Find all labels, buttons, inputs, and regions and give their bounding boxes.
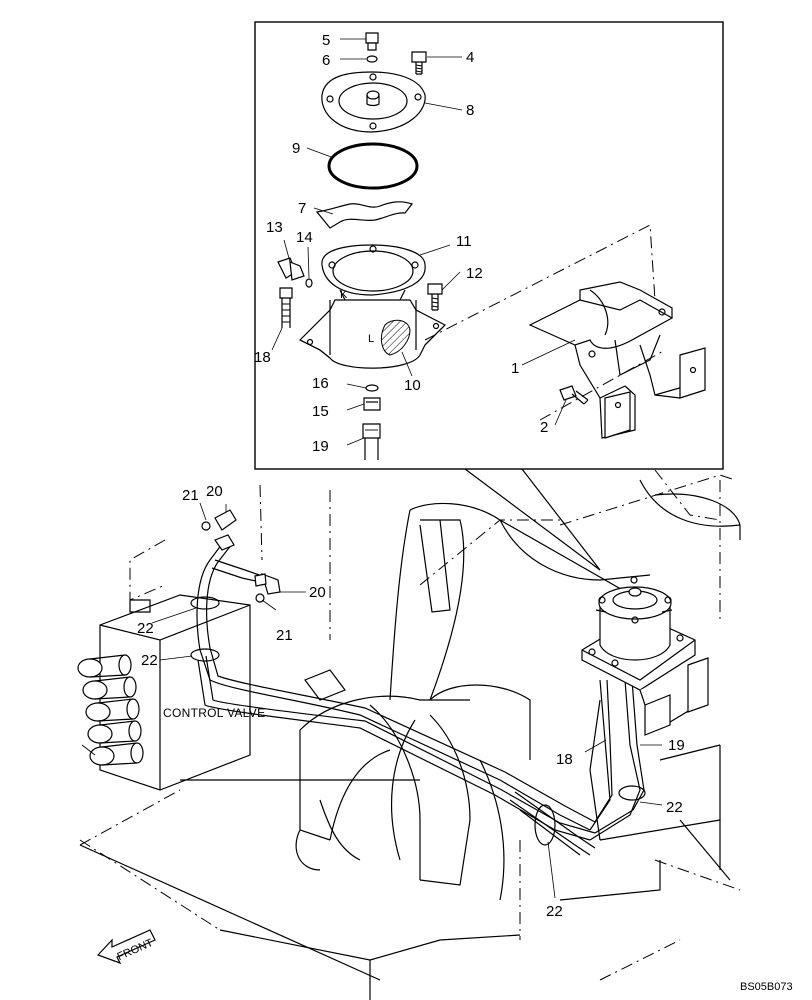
callout-20-lower: 20	[309, 584, 326, 601]
hose-clamps	[190, 596, 646, 846]
callout-21-lower: 21	[276, 627, 293, 644]
callout-22-d: 22	[546, 903, 563, 920]
callout-22-b: 22	[141, 652, 158, 669]
callout-10: 10	[404, 377, 421, 394]
callout-11: 11	[456, 233, 472, 250]
callout-7: 7	[298, 200, 306, 217]
callout-22-c: 22	[666, 799, 683, 816]
fittings-lower	[201, 509, 281, 603]
machine-frame	[77, 469, 741, 1000]
filter-assembly-installed	[581, 576, 709, 736]
callout-2: 2	[540, 419, 548, 436]
svg-text:L: L	[368, 333, 374, 345]
leader-lines	[151, 38, 663, 899]
callout-19-lower: 19	[668, 737, 685, 754]
callout-9: 9	[292, 140, 300, 157]
callout-5: 5	[322, 32, 330, 49]
control-valve-spools	[77, 654, 144, 766]
callout-16: 16	[312, 375, 329, 392]
callout-18: 18	[254, 349, 271, 366]
callout-18-lower: 18	[556, 751, 573, 768]
svg-text:K: K	[340, 289, 348, 301]
control-valve-label: CONTROL VALVE	[163, 706, 265, 720]
drawing-code: BS05B073	[740, 981, 793, 993]
callout-12: 12	[466, 265, 483, 282]
callout-4: 4	[466, 49, 474, 66]
callout-8: 8	[466, 102, 474, 119]
callout-22-a: 22	[137, 620, 154, 637]
callout-14: 14	[296, 229, 313, 246]
callout-21-upper: 21	[182, 487, 199, 504]
callout-15: 15	[312, 403, 329, 420]
callout-1: 1	[511, 360, 519, 377]
callout-6: 6	[322, 52, 330, 69]
callout-13: 13	[266, 219, 283, 236]
exploded-view: K L	[277, 32, 706, 460]
front-arrow: FRONT	[96, 929, 156, 965]
callouts: 5 6 4 8 9 7 13 14 11 12 18 10 16 15 19 1…	[137, 32, 685, 920]
callout-20-upper: 20	[206, 483, 223, 500]
hydraulic-lines	[196, 539, 645, 856]
callout-19: 19	[312, 438, 329, 455]
